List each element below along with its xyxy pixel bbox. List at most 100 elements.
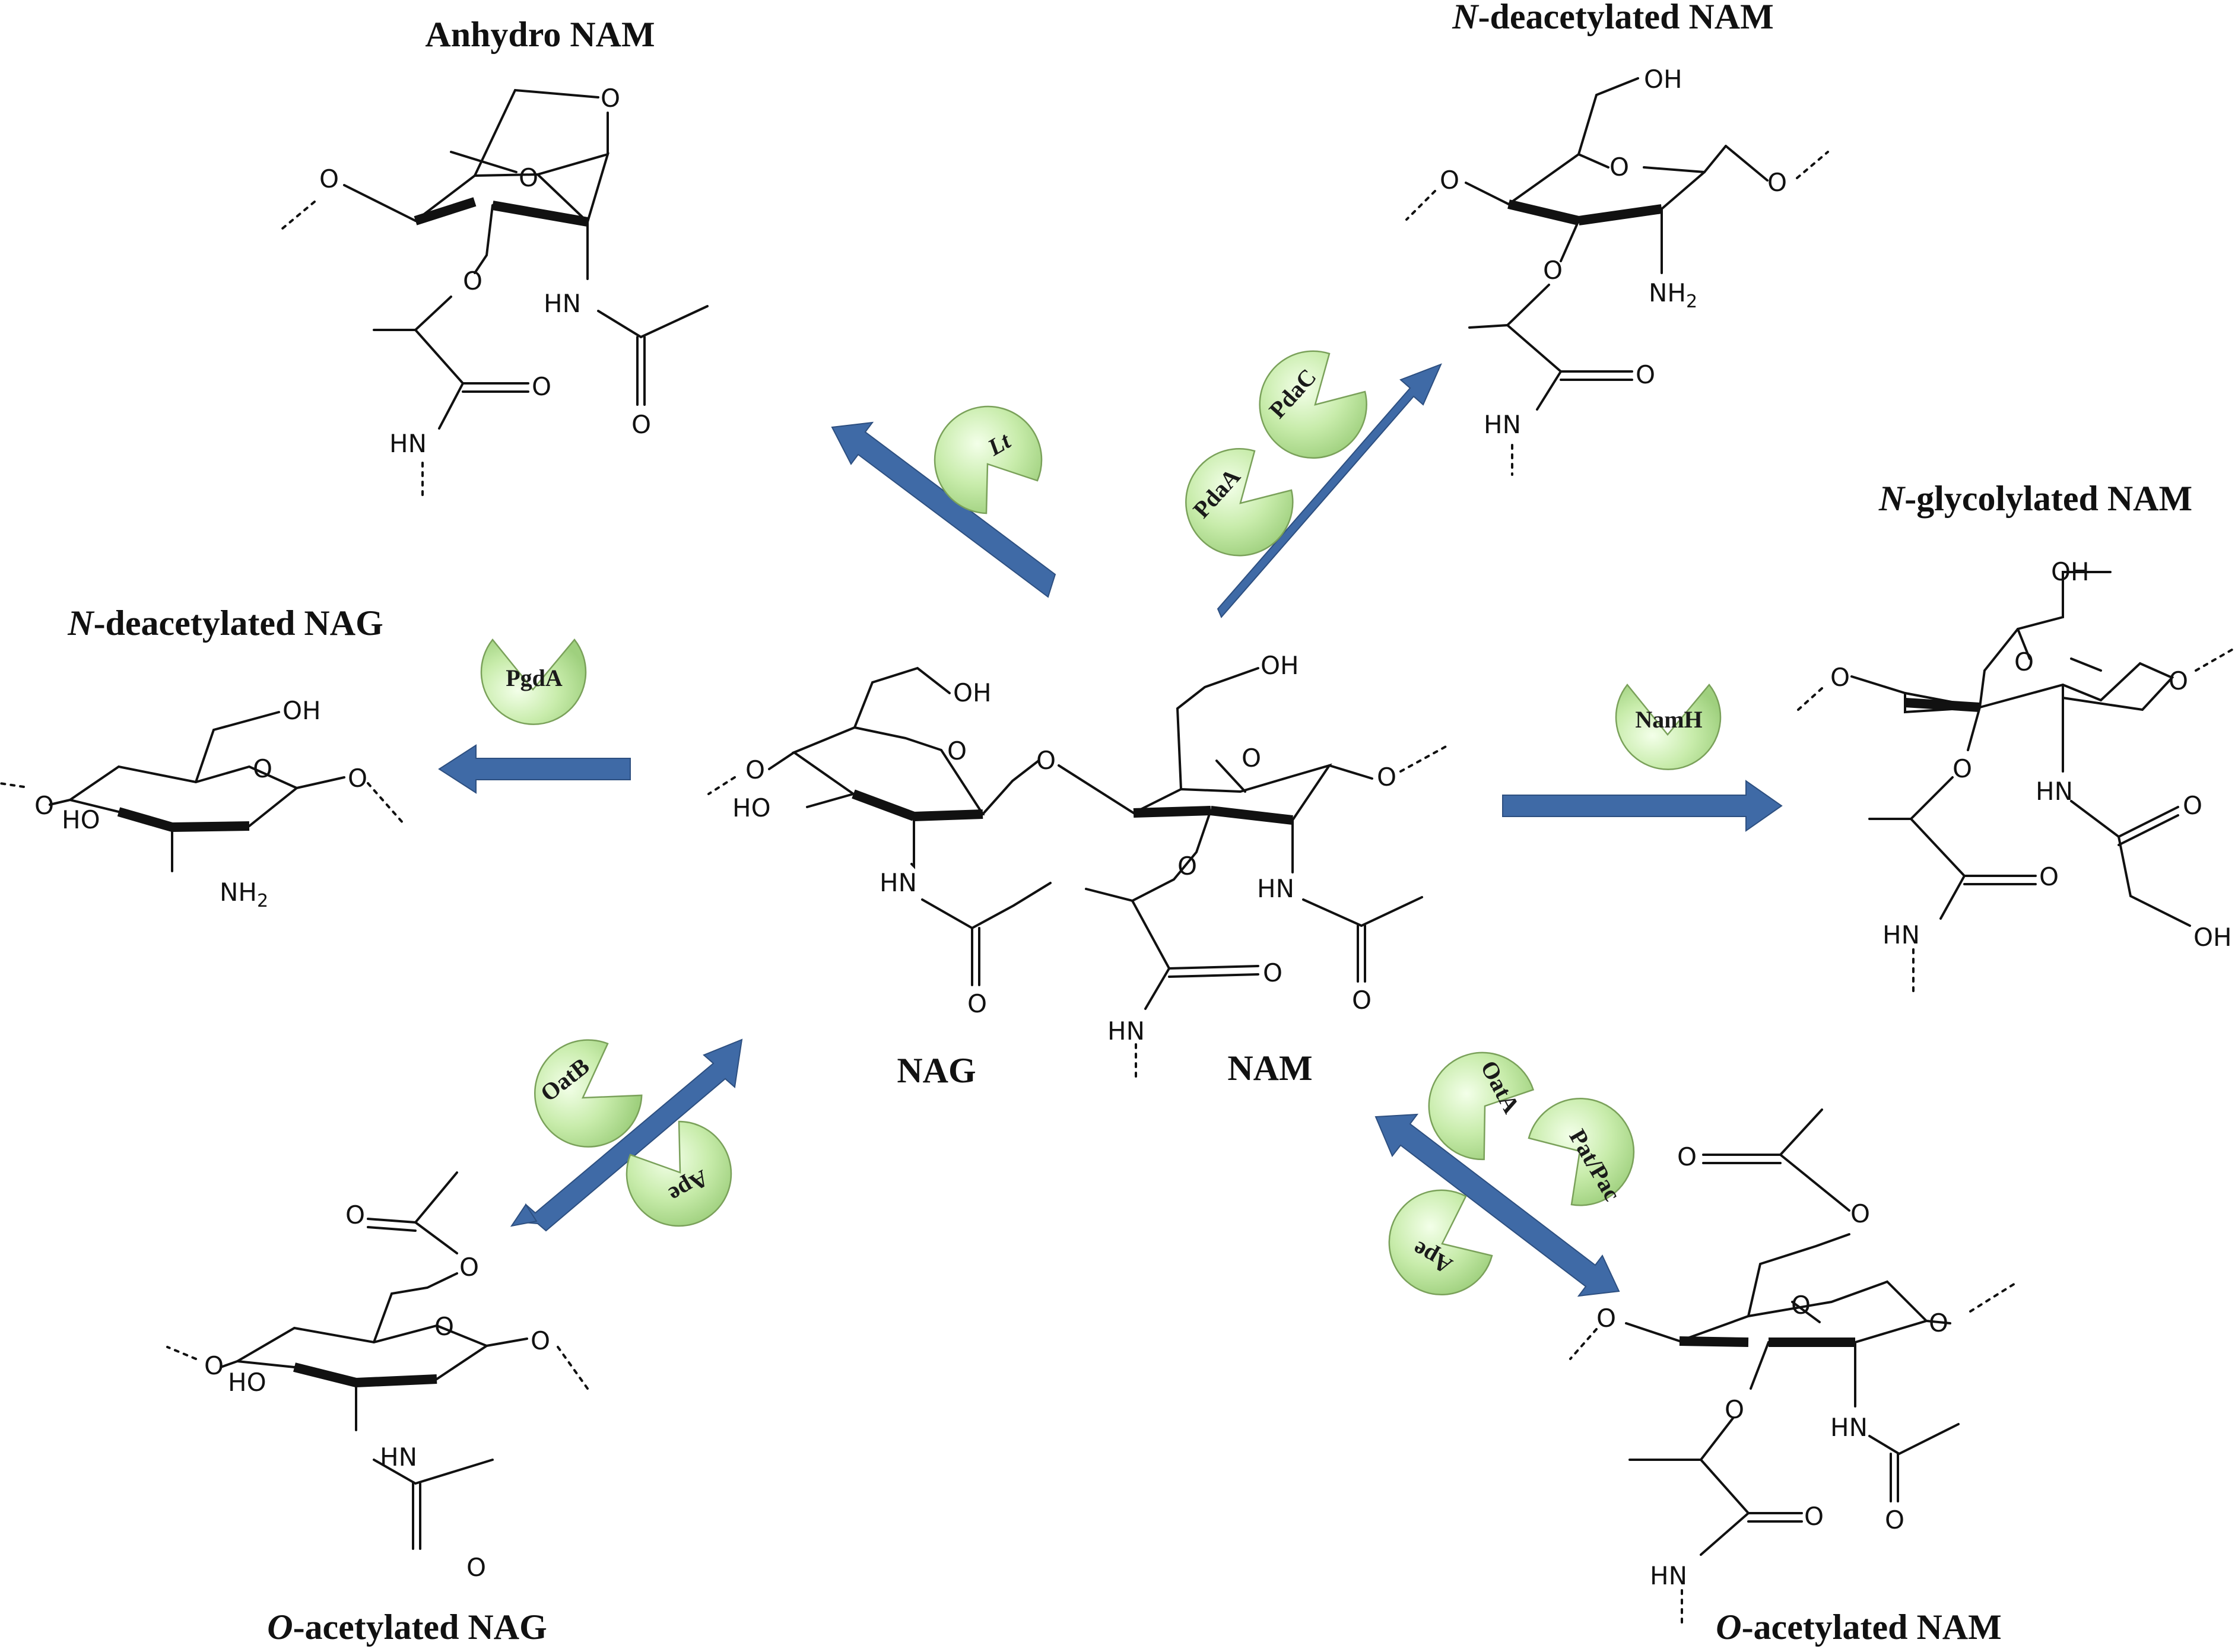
atom-nam-lactyl-hn: HN <box>1107 1016 1145 1046</box>
title-n-deacetylated-nag-rest: -deacetylated NAG <box>94 603 383 643</box>
atom-nam-ring-o: O <box>1242 744 1261 773</box>
title-n-deacetylated-nag: N-deacetylated NAG <box>67 603 383 643</box>
atom-ngnam-carbonyl-o: O <box>2183 791 2202 820</box>
title-anhydro-nam: Anhydro NAM <box>425 15 655 54</box>
atom-nam-oh: OH <box>1261 651 1299 680</box>
enzyme-pat-pac: Pat/Pac <box>1528 1098 1635 1206</box>
arrow-to-anhydro <box>831 421 1056 598</box>
title-n-glycolylated-nam-rest: -glycolylated NAM <box>1904 479 2192 518</box>
arrow-to-n-glycolylated-nam <box>1502 780 1783 832</box>
atom-onam-ester-o: O <box>1850 1199 1870 1228</box>
atom-ngnam-ring-o: O <box>2014 647 2034 676</box>
atom-onam-carbonyl-o-acetyl: O <box>1677 1142 1697 1171</box>
enzyme-namH: NamH <box>1615 683 1722 770</box>
enzyme-pdaA: PdaA <box>1185 448 1294 557</box>
atom-ngnam-hn: HN <box>2036 777 2073 806</box>
structure-n-deacetylated-nam: O OH O O NH2 O O HN <box>1405 65 1829 476</box>
atom-onag-carbonyl-o: O <box>466 1553 486 1582</box>
atom-onam-o4: O <box>1596 1304 1616 1333</box>
atom-onag-ho: HO <box>228 1368 266 1397</box>
atom-anhydro-hn: HN <box>544 289 581 318</box>
atom-onag-hn: HN <box>380 1443 417 1472</box>
structure-anhydro-nam: O O O O O HN HN O <box>278 84 709 497</box>
title-n-glycolylated-nam-prefix: N <box>1878 479 1906 518</box>
atom-nam-lactyl-o: O <box>1263 958 1282 987</box>
atom-anhydro-carbonyl-o: O <box>631 410 651 439</box>
atom-anhydro-lactyl-hn: HN <box>389 429 427 458</box>
atom-glycosidic-o: O <box>1036 746 1056 775</box>
atom-ndnag-o4: O <box>34 791 54 820</box>
title-n-deacetylated-nam-prefix: N <box>1452 0 1480 36</box>
title-o-acetylated-nam-prefix: O <box>1716 1607 1741 1647</box>
atom-nag-hn: HN <box>880 868 917 897</box>
atom-ndnag-oh: OH <box>282 696 321 725</box>
atom-nag-ho: HO <box>732 793 771 822</box>
atom-onag-carbonyl-o-acetyl: O <box>345 1200 365 1230</box>
arrow-nam-o-acetylation <box>1374 1113 1620 1297</box>
atom-anhydro-ring-o: O <box>519 163 538 192</box>
title-n-deacetylated-nag-prefix: N <box>67 603 95 643</box>
atom-onam-lactyl-hn: HN <box>1650 1561 1687 1590</box>
atom-ngnam-lactyl-o: O <box>2039 862 2059 891</box>
title-n-deacetylated-nam-rest: -deacetylated NAM <box>1478 0 1774 36</box>
enzyme-oatA: OatA <box>1428 1051 1535 1161</box>
title-o-acetylated-nag-prefix: O <box>267 1607 293 1647</box>
enzyme-oatB: OatB <box>534 1039 643 1148</box>
atom-ndnam-nh2: NH2 <box>1649 278 1697 312</box>
atom-onam-lactyl-o: O <box>1804 1502 1824 1531</box>
atom-nam-o3: O <box>1177 852 1197 881</box>
atom-ngnam-oh-6: OH <box>2051 557 2090 586</box>
atom-ngnam-lactyl-hn: HN <box>1882 920 1920 949</box>
atom-nam-hn: HN <box>1257 874 1294 903</box>
atom-ndnag-o1: O <box>348 764 367 793</box>
atom-ndnag-nh2: NH2 <box>220 878 268 911</box>
atom-onam-o1: O <box>1929 1308 1948 1338</box>
atom-ndnam-o1: O <box>1767 168 1787 197</box>
atom-onag-ring-o: O <box>434 1312 454 1341</box>
atom-anhydro-lactyl-o: O <box>532 372 551 401</box>
title-o-acetylated-nam-rest: -acetylated NAM <box>1742 1607 2002 1647</box>
atom-ndnam-oh: OH <box>1644 65 1682 94</box>
title-o-acetylated-nag-rest: -acetylated NAG <box>293 1607 547 1647</box>
atom-onam-carbonyl-o: O <box>1885 1505 1904 1535</box>
atom-nag-o4: O <box>745 755 765 784</box>
atom-ndnag-ring-o: O <box>253 754 272 783</box>
atom-ngnam-o4: O <box>1830 663 1850 692</box>
atom-ndnag-ho: HO <box>62 805 100 834</box>
enzyme-pgdA-label: PgdA <box>506 665 563 691</box>
atom-onam-ring-o: O <box>1791 1291 1811 1320</box>
structure-n-deacetylated-nag: O OH O O HO NH2 <box>0 696 405 911</box>
structure-o-acetylated-nag: O O O O O HO HN O <box>166 1171 589 1582</box>
atom-onag-ester-o: O <box>459 1253 479 1282</box>
atom-ngnam-glycolyl-oh: OH <box>2193 923 2232 952</box>
atom-ndnam-lactyl-o: O <box>1636 360 1655 389</box>
structure-nag-nam: O OH O HO HN O O O OH O HN O O O HN <box>707 651 1449 1084</box>
enzyme-ape-right: Ape <box>1388 1189 1493 1296</box>
enzyme-lt: Lt <box>934 405 1043 514</box>
atom-nam-o1: O <box>1377 763 1396 792</box>
atom-nag-oh: OH <box>953 678 992 707</box>
atom-nag-ring-o: O <box>947 736 967 765</box>
structure-n-glycolylated-nam: O OH O O O HN O OH O HN <box>1797 557 2235 992</box>
title-o-acetylated-nag: O-acetylated NAG <box>267 1607 547 1647</box>
atom-onam-o3: O <box>1725 1395 1744 1424</box>
enzyme-namH-label: NamH <box>1635 706 1702 733</box>
enzyme-ape-left: Ape <box>626 1120 732 1227</box>
atom-onag-o1: O <box>531 1326 550 1355</box>
atom-anhydro-o-bridge: O <box>601 84 620 113</box>
label-nam: NAM <box>1227 1049 1312 1088</box>
atom-onam-hn: HN <box>1830 1413 1868 1442</box>
atom-nam-carbonyl-o: O <box>1352 986 1372 1015</box>
enzyme-pgdA: PgdA <box>480 638 587 725</box>
atom-onag-o4: O <box>204 1351 224 1380</box>
atom-ndnam-o3: O <box>1543 256 1563 285</box>
arrow-to-n-deacetylated-nag <box>438 744 631 794</box>
atom-ndnam-o4: O <box>1440 166 1459 195</box>
arrow-to-n-deacetylated-nam <box>1217 363 1442 618</box>
arrow-nag-o-acetylation <box>510 1038 743 1232</box>
atom-anhydro-o3: O <box>463 266 482 296</box>
label-nag: NAG <box>897 1051 976 1090</box>
atom-ngnam-o3: O <box>1953 754 1972 783</box>
atom-anhydro-o4: O <box>319 164 339 193</box>
